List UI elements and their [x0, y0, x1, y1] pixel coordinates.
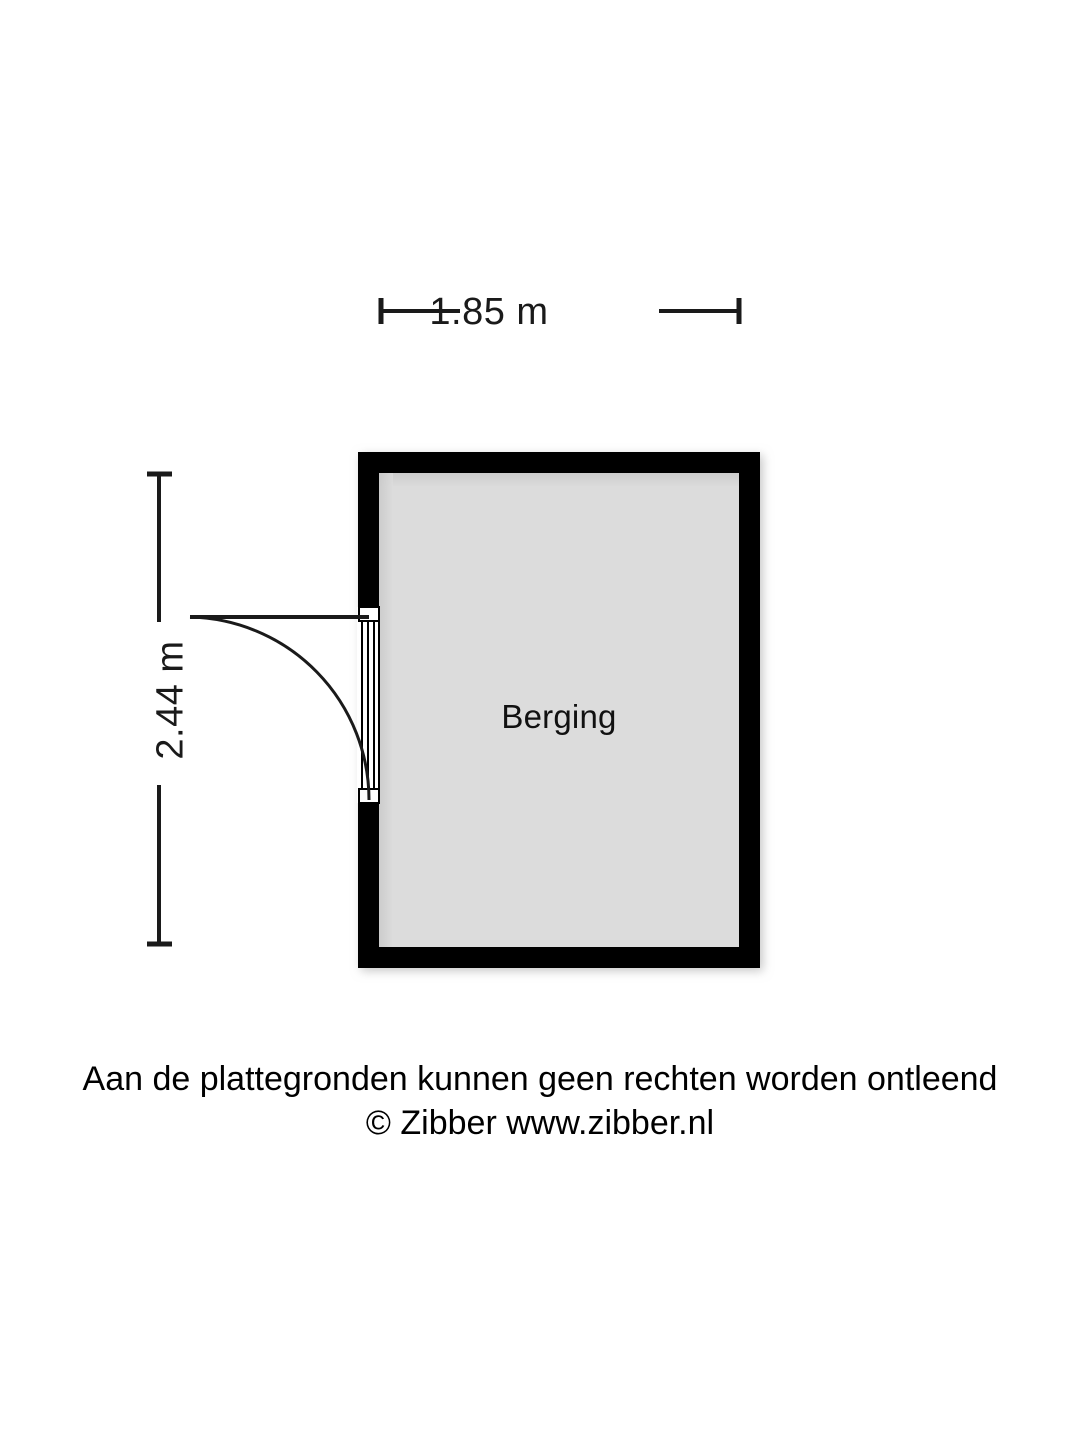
- door-left-wall: [189, 606, 380, 804]
- footer-disclaimer-text: Aan de plattegronden kunnen geen rechten…: [82, 1060, 998, 1098]
- dimension-label-width: 1.85 m: [429, 291, 549, 333]
- dimension-line-left: [147, 471, 172, 947]
- room-floor-top-shade: [379, 473, 739, 487]
- room-floor: [379, 473, 739, 947]
- dimension-label-depth: 2.44 m: [149, 640, 192, 760]
- footer: Aan de plattegronden kunnen geen rechten…: [0, 1058, 1080, 1145]
- dimension-line-top: [378, 298, 742, 324]
- door-swing-arc: [189, 615, 371, 801]
- footer-copyright-text: © Zibber www.zibber.nl: [365, 1103, 715, 1142]
- room-floor-left-shade: [379, 473, 393, 947]
- room-berging: [189, 452, 760, 968]
- room-label-berging: Berging: [501, 698, 617, 735]
